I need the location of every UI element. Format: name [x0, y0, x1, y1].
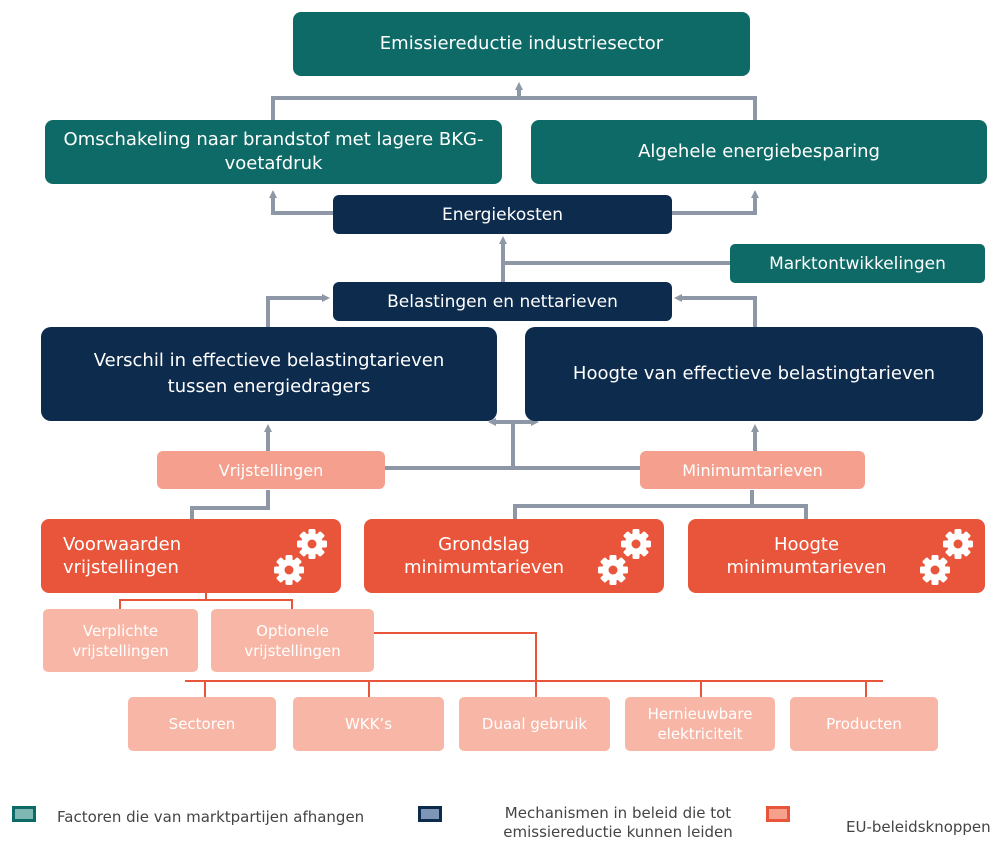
- node-grondslag-label: Grondslag minimumtarieven: [403, 534, 565, 578]
- node-hernieuwbare-label: Hernieuwbare elektriciteit: [647, 705, 753, 743]
- node-verschil: Verschil in effectieve belastingtarieven…: [41, 327, 497, 421]
- node-producten: Producten: [790, 697, 938, 751]
- node-emissiereductie: Emissiereductie industriesector: [293, 12, 750, 76]
- node-minimumtarieven-label: Minimumtarieven: [682, 460, 823, 480]
- node-hoogte-effectief: Hoogte van effectieve belastingtarieven: [525, 327, 983, 421]
- node-voorwaarden-label: Voorwaarden vrijstellingen: [63, 534, 182, 578]
- node-vrijstellingen-label: Vrijstellingen: [218, 460, 324, 480]
- node-optionele-label: Optionele vrijstellingen: [244, 621, 341, 660]
- node-besparing-label: Algehele energiebesparing: [638, 141, 880, 162]
- node-minimumtarieven: Minimumtarieven: [640, 451, 865, 489]
- node-belastingen-label: Belastingen en nettarieven: [387, 291, 618, 312]
- node-emissiereductie-label: Emissiereductie industriesector: [379, 33, 664, 54]
- node-sectoren-label: Sectoren: [168, 715, 236, 733]
- legend-label-markt: Factoren die van marktpartijen afhangen: [57, 808, 365, 826]
- legend-label-mechanismen: Mechanismen in beleid die tot emissiered…: [503, 804, 733, 841]
- legend-swatch-eu: [766, 806, 790, 822]
- node-hoogte-effectief-label: Hoogte van effectieve belastingtarieven: [572, 363, 936, 384]
- legend-swatch-mechanismen: [418, 806, 442, 822]
- gear-icon: [920, 529, 973, 585]
- node-besparing: Algehele energiebesparing: [531, 120, 987, 184]
- node-verschil-label: Verschil in effectieve belastingtarieven…: [93, 350, 445, 397]
- node-belastingen: Belastingen en nettarieven: [333, 282, 672, 321]
- legend-label-eu: EU-beleidsknoppen: [846, 818, 991, 836]
- node-omschakeling-label: Omschakeling naar brandstof met lagere B…: [63, 129, 484, 174]
- node-hernieuwbare: Hernieuwbare elektriciteit: [625, 697, 775, 751]
- node-marktontwikkelingen-label: Marktontwikkelingen: [769, 253, 946, 274]
- node-energiekosten: Energiekosten: [333, 195, 672, 234]
- node-marktontwikkelingen: Marktontwikkelingen: [730, 244, 985, 283]
- node-duaal: Duaal gebruik: [459, 697, 610, 751]
- gear-icon: [274, 529, 327, 585]
- legend-swatch-markt: [12, 806, 36, 822]
- node-duaal-label: Duaal gebruik: [481, 715, 588, 733]
- node-omschakeling: Omschakeling naar brandstof met lagere B…: [45, 120, 502, 184]
- node-hoogte-min-label: Hoogte minimumtarieven: [726, 534, 887, 578]
- node-verplichte: Verplichte vrijstellingen: [43, 609, 198, 672]
- node-wkk: WKK’s: [293, 697, 444, 751]
- node-sectoren: Sectoren: [128, 697, 276, 751]
- node-verplichte-label: Verplichte vrijstellingen: [72, 621, 169, 660]
- node-optionele: Optionele vrijstellingen: [211, 609, 374, 672]
- node-energiekosten-label: Energiekosten: [441, 204, 564, 225]
- gear-icon: [598, 529, 651, 585]
- node-wkk-label: WKK’s: [344, 715, 393, 733]
- node-producten-label: Producten: [826, 715, 902, 733]
- node-vrijstellingen: Vrijstellingen: [157, 451, 385, 489]
